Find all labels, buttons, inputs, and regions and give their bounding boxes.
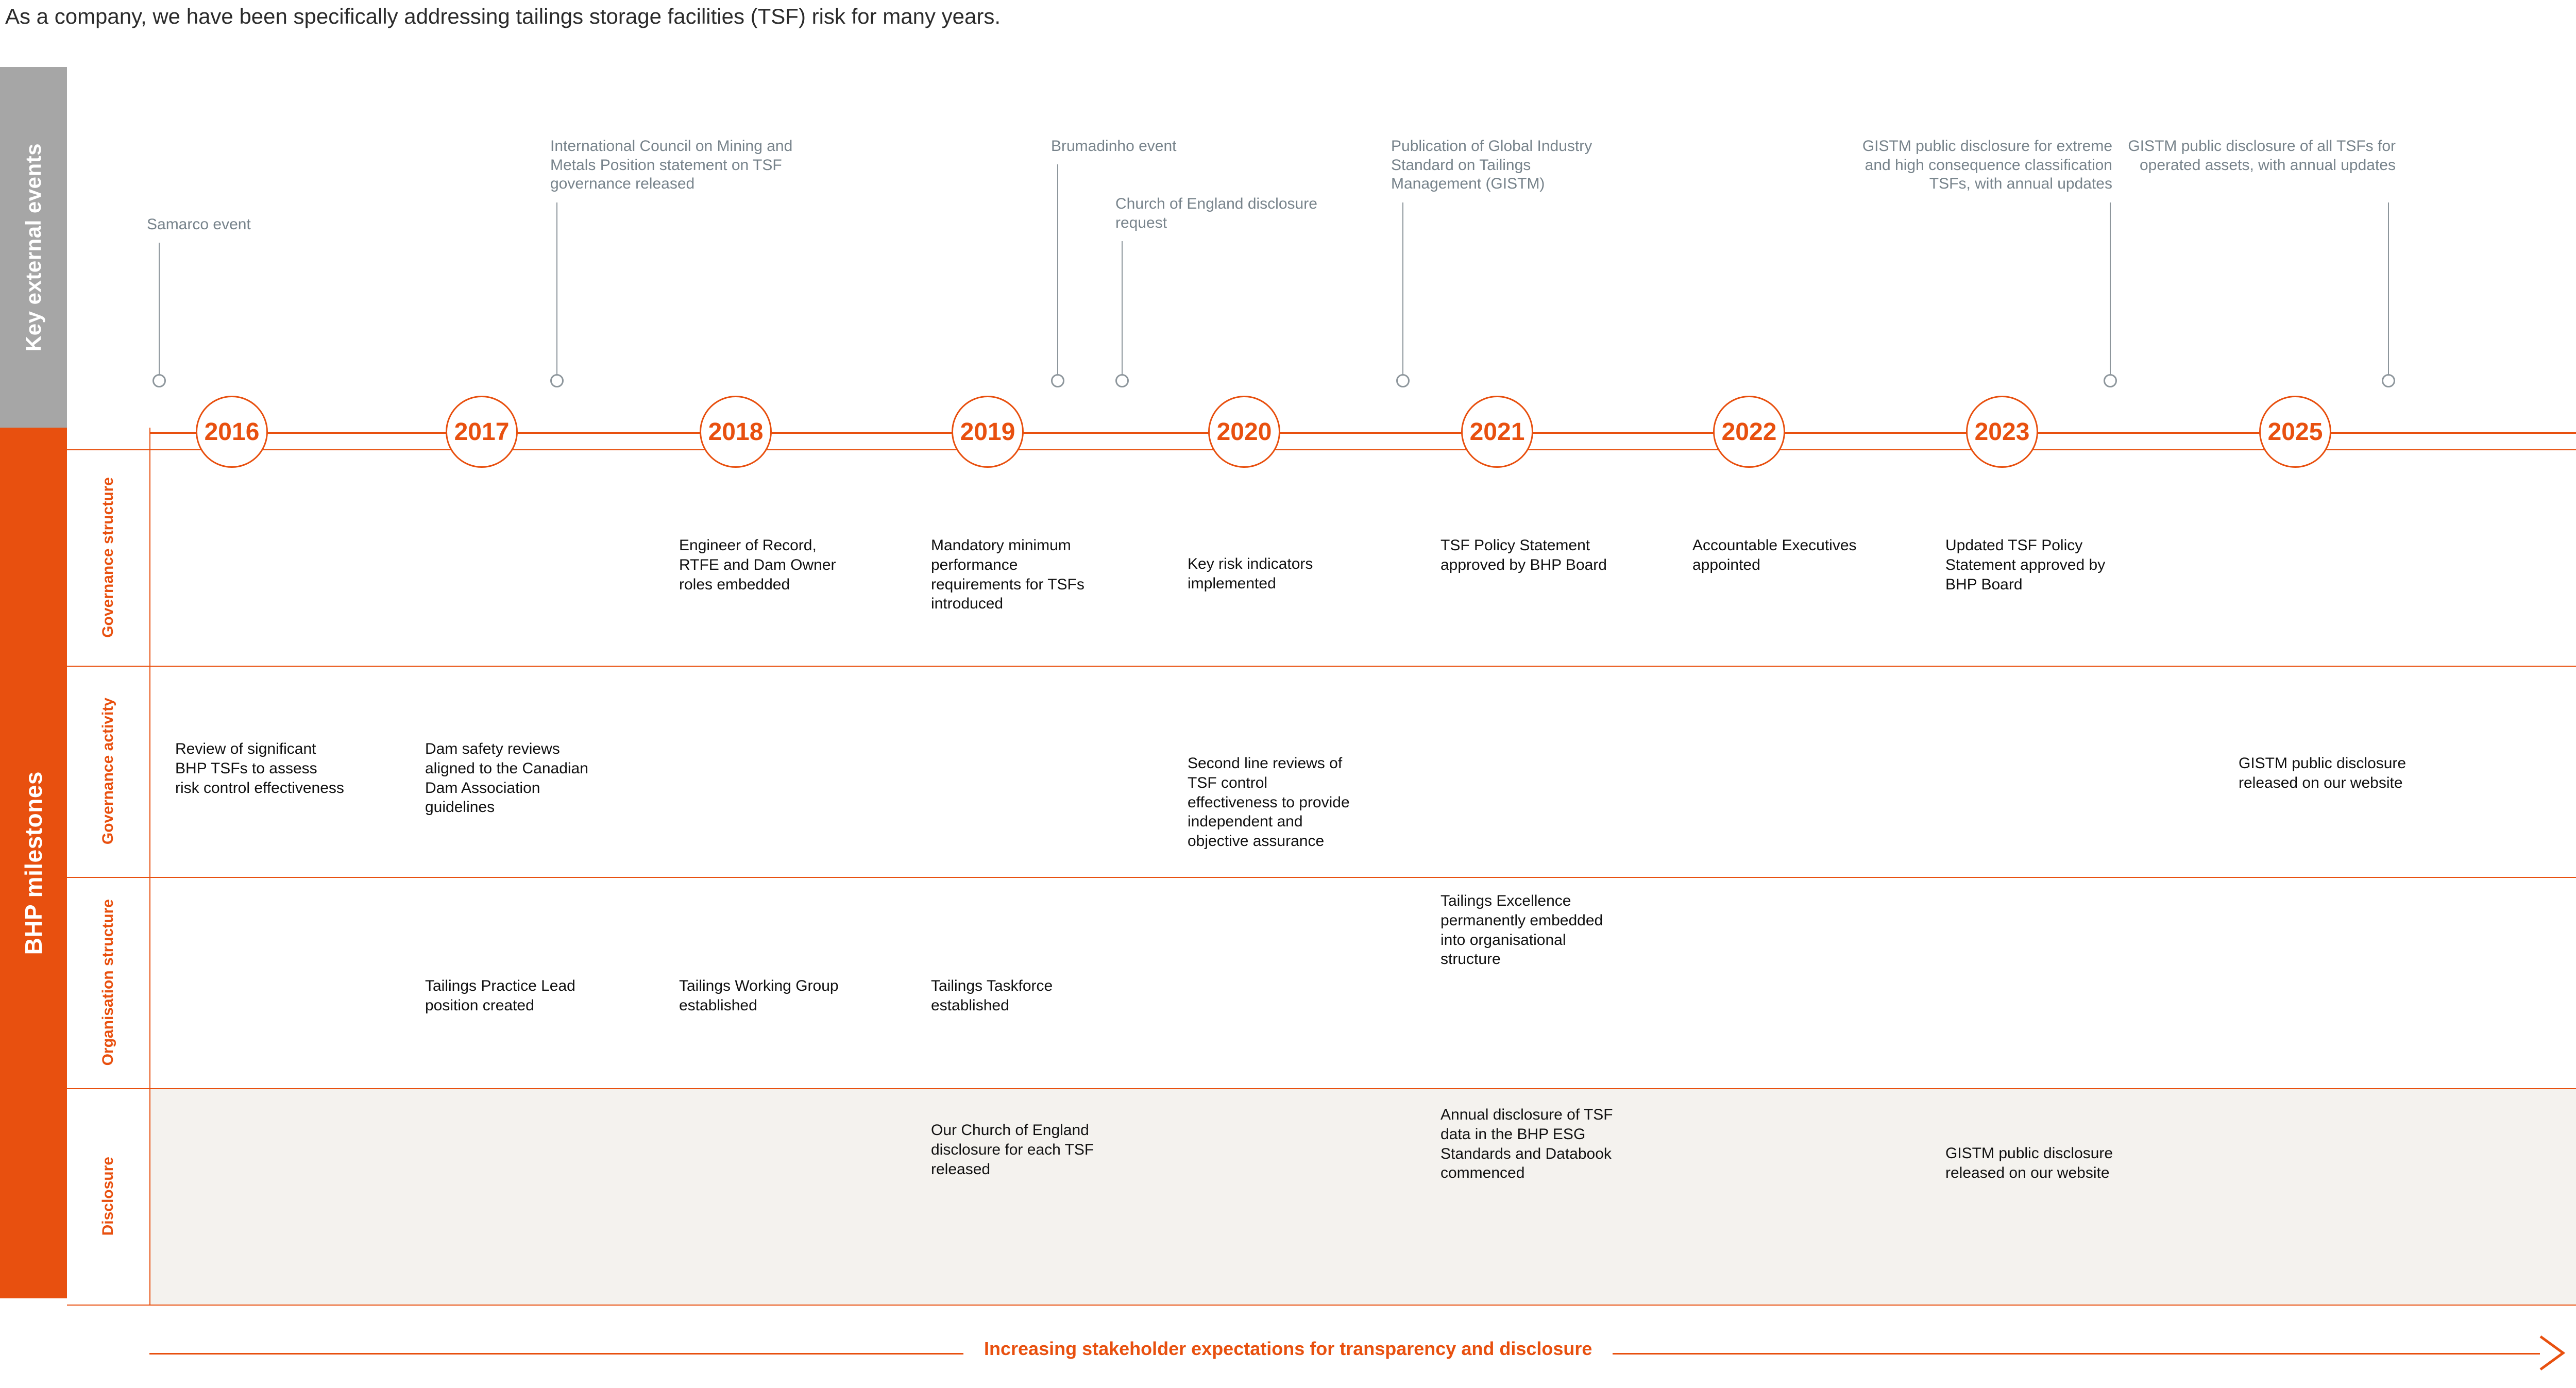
- row-label-governance-activity: Governance activity: [67, 666, 149, 877]
- timeline-year-2022[interactable]: 2022: [1713, 396, 1785, 468]
- milestone-cell: Dam safety reviews aligned to the Canadi…: [425, 740, 588, 816]
- row-separator: [67, 1305, 2576, 1306]
- external-event-label: Publication of Global Industry Standard …: [1391, 138, 1592, 193]
- label-column-divider: [149, 428, 150, 1305]
- timeline-year-2025[interactable]: 2025: [2259, 396, 2331, 468]
- footer-rule-left: [149, 1353, 963, 1355]
- timeline-year-2023[interactable]: 2023: [1966, 396, 2038, 468]
- row-separator: [67, 666, 2576, 667]
- event-connector-line: [1402, 202, 1403, 375]
- timeline-year-2021[interactable]: 2021: [1461, 396, 1533, 468]
- event-marker-dot[interactable]: [152, 374, 166, 387]
- band-bhp-milestones: BHP milestones: [0, 428, 67, 1298]
- event-marker-dot[interactable]: [1115, 374, 1129, 387]
- row-label-disclosure: Disclosure: [67, 1088, 149, 1305]
- milestone-cell: Tailings Practice Lead position created: [425, 977, 575, 1014]
- event-connector-line: [556, 202, 557, 375]
- event-connector-line: [159, 243, 160, 375]
- row-separator: [67, 877, 2576, 878]
- event-marker-dot[interactable]: [2382, 374, 2395, 387]
- milestone-cell: Review of significant BHP TSFs to assess…: [175, 740, 344, 797]
- row-separator: [67, 1088, 2576, 1089]
- milestone-cell: Mandatory minimum performance requiremen…: [931, 537, 1084, 613]
- timeline-year-2019[interactable]: 2019: [952, 396, 1024, 468]
- row-label-organisation-structure: Organisation structure: [67, 877, 149, 1088]
- external-event-label: GISTM public disclosure for extreme and …: [1862, 138, 2112, 193]
- row-label-text: Organisation structure: [99, 899, 117, 1066]
- timeline-year-2016[interactable]: 2016: [196, 396, 268, 468]
- milestone-cell: Engineer of Record, RTFE and Dam Owner r…: [679, 537, 836, 593]
- external-event-label: Church of England disclosure request: [1115, 195, 1317, 231]
- page-title: As a company, we have been specifically …: [5, 4, 1001, 28]
- milestone-cell: Our Church of England disclosure for eac…: [931, 1122, 1094, 1178]
- disclosure-row-background: [149, 1088, 2576, 1305]
- row-label-governance-structure: Governance structure: [67, 449, 149, 666]
- milestone-cell: Updated TSF Policy Statement approved by…: [1945, 537, 2106, 593]
- external-event-label: Samarco event: [147, 216, 251, 233]
- event-marker-dot[interactable]: [550, 374, 564, 387]
- milestone-cell: Accountable Executives appointed: [1692, 537, 1857, 573]
- external-event-label: GISTM public disclosure of all TSFs for …: [2128, 138, 2396, 174]
- event-connector-line: [1057, 164, 1058, 375]
- timeline-year-2017[interactable]: 2017: [446, 396, 518, 468]
- row-label-text: Governance structure: [99, 477, 117, 638]
- milestone-cell: Key risk indicators implemented: [1188, 555, 1313, 592]
- milestone-cell: Second line reviews of TSF control effec…: [1188, 755, 1350, 850]
- milestone-cell: GISTM public disclosure released on our …: [2239, 755, 2406, 791]
- timeline-axis: [149, 432, 2576, 434]
- timeline-year-2020[interactable]: 2020: [1208, 396, 1280, 468]
- row-label-text: Disclosure: [99, 1157, 117, 1236]
- milestone-cell: Annual disclosure of TSF data in the BHP…: [1440, 1106, 1613, 1182]
- milestone-cell: Tailings Working Group established: [679, 977, 839, 1014]
- external-event-label: Brumadinho event: [1051, 138, 1177, 155]
- milestone-cell: GISTM public disclosure released on our …: [1945, 1145, 2113, 1181]
- milestone-cell: Tailings Taskforce established: [931, 977, 1053, 1014]
- milestone-cell: Tailings Excellence permanently embedded…: [1440, 892, 1603, 968]
- footer-rule-right: [1613, 1353, 2540, 1355]
- footer-label: Increasing stakeholder expectations for …: [984, 1338, 1592, 1359]
- band-key-external-events-label: Key external events: [21, 143, 45, 352]
- band-bhp-milestones-label: BHP milestones: [20, 771, 47, 955]
- row-label-text: Governance activity: [99, 698, 117, 845]
- arrow-right-icon: [2537, 1333, 2568, 1375]
- event-marker-dot[interactable]: [1051, 374, 1064, 387]
- band-key-external-events: Key external events: [0, 67, 67, 428]
- event-connector-line: [2110, 202, 2111, 375]
- external-event-label: International Council on Mining and Meta…: [550, 138, 793, 193]
- timeline-year-2018[interactable]: 2018: [700, 396, 772, 468]
- event-marker-dot[interactable]: [1396, 374, 1410, 387]
- event-connector-line: [2388, 202, 2389, 375]
- event-marker-dot[interactable]: [2104, 374, 2117, 387]
- event-connector-line: [1122, 241, 1123, 375]
- milestone-cell: TSF Policy Statement approved by BHP Boa…: [1440, 537, 1607, 573]
- row-separator: [67, 449, 2576, 450]
